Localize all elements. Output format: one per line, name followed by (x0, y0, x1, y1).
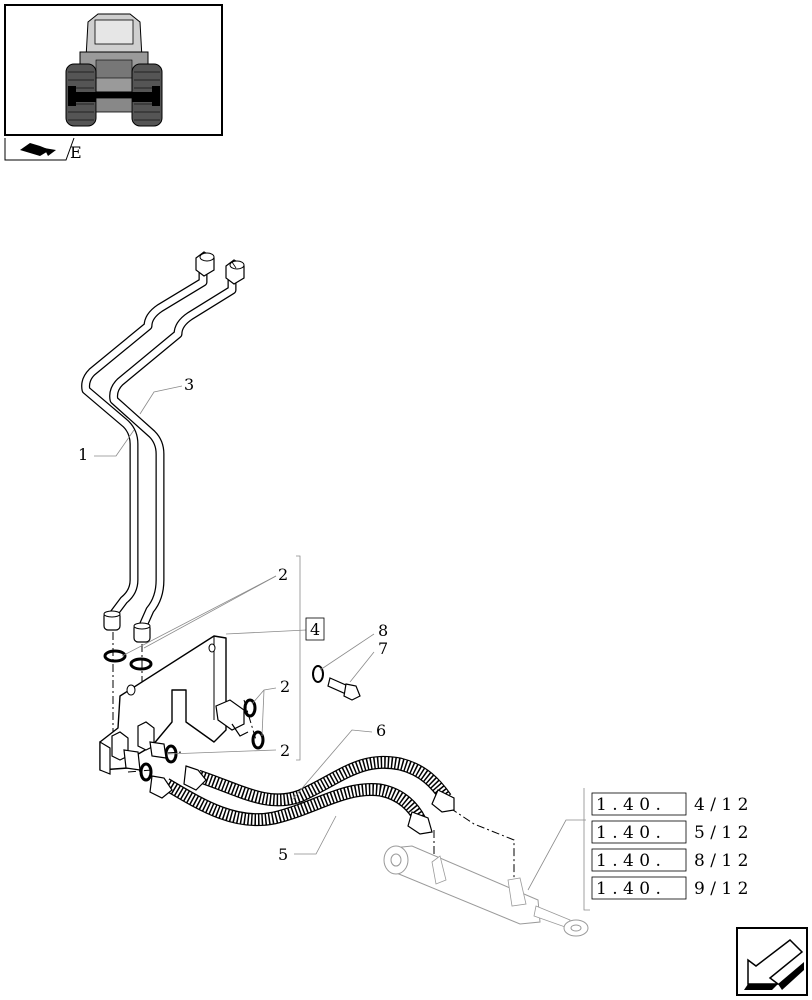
reference-prefix: 1 . 4 0 . (596, 879, 661, 899)
bolt (327, 677, 361, 701)
reference-suffix: 8 / 1 2 (694, 851, 748, 871)
reference-row: 1 . 4 0 . 9 / 1 2 (591, 876, 748, 900)
reference-suffix: 4 / 1 2 (694, 795, 748, 815)
book-pointer-icon (20, 143, 56, 156)
rigid-pipe-1 (81, 265, 208, 619)
pipe-nut-3 (133, 622, 151, 643)
reference-suffix: 9 / 1 2 (694, 879, 748, 899)
reference-row: 1 . 4 0 . 8 / 1 2 (591, 848, 748, 872)
pipe-nut-1 (103, 610, 121, 631)
callout-4: 4 (310, 620, 320, 639)
callout-2-middle: 2 (280, 677, 290, 696)
hydraulic-cylinder-ghost (383, 845, 589, 937)
callout-2-lower: 2 (280, 741, 290, 760)
section-tab-letter: E (70, 143, 82, 162)
callout-8: 8 (378, 621, 388, 640)
pipe-fitting-top-left (195, 251, 215, 277)
vehicle-thumbnail (4, 4, 223, 136)
leader-lines (94, 385, 590, 911)
callout-5: 5 (278, 845, 288, 864)
tractor-rear-view-icon (65, 13, 163, 127)
cross-reference-table: 1 . 4 0 . 4 / 1 2 1 . 4 0 . 5 / 1 2 1 . … (591, 792, 748, 900)
callout-labels: 1 3 2 4 2 2 8 7 6 5 (78, 375, 388, 864)
adapter-fitting (111, 699, 249, 771)
reference-suffix: 5 / 1 2 (694, 823, 748, 843)
callout-3: 3 (184, 375, 194, 394)
reference-prefix: 1 . 4 0 . (596, 795, 661, 815)
callout-6: 6 (376, 721, 386, 740)
callout-2-upper: 2 (278, 565, 288, 584)
reference-row: 1 . 4 0 . 5 / 1 2 (591, 820, 748, 844)
section-tab: E (4, 137, 82, 162)
pipe-fitting-top-right (225, 259, 245, 285)
next-page-arrow-icon[interactable] (736, 927, 808, 996)
hose-5 (149, 775, 433, 835)
rigid-pipe-3 (109, 272, 237, 630)
reference-prefix: 1 . 4 0 . (596, 823, 661, 843)
reference-row: 1 . 4 0 . 4 / 1 2 (591, 792, 748, 816)
callout-1: 1 (78, 445, 88, 464)
reference-prefix: 1 . 4 0 . (596, 851, 661, 871)
callout-7: 7 (378, 639, 388, 658)
seal-washer (103, 649, 265, 782)
hose-6 (183, 755, 455, 813)
washer (312, 665, 324, 683)
callout-4-box (305, 617, 325, 641)
